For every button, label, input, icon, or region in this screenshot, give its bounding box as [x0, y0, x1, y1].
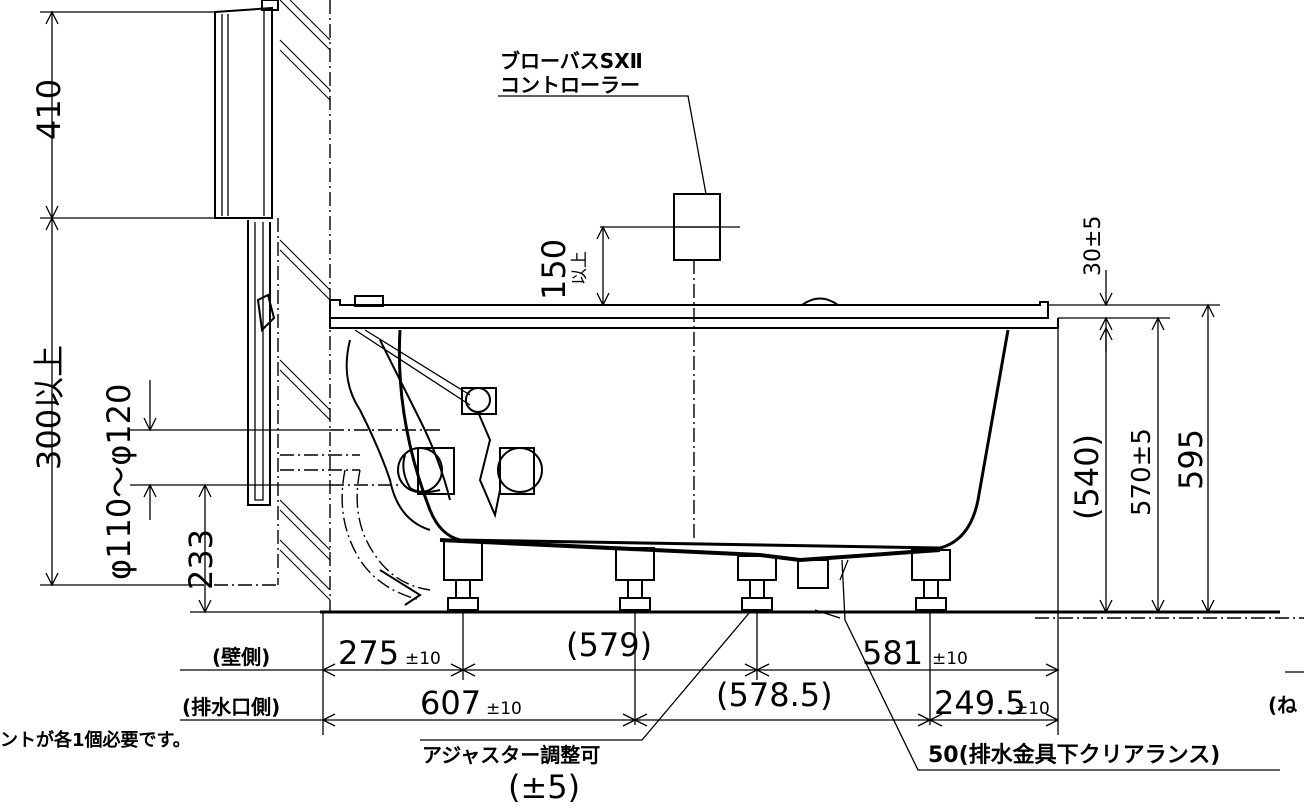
pump-and-piping	[280, 329, 543, 606]
dim-607: 607	[420, 684, 481, 722]
drain-side-label: (排水口側)	[182, 695, 280, 719]
dim-595: 595	[1172, 429, 1210, 490]
adjuster-label: アジャスター調整可	[422, 743, 600, 767]
dim-150: 150	[535, 239, 573, 300]
wall-side-label: (壁側)	[212, 645, 270, 669]
labels: ブローバスSXⅡ コントローラー 410 300以上 φ110〜φ120 233…	[0, 49, 1297, 806]
dim-570: 570±5	[1127, 428, 1157, 516]
right-cut-label: (ね	[1268, 693, 1297, 717]
note-text: ントが各1個必要です。	[0, 729, 191, 751]
dim-579: (579)	[566, 626, 652, 664]
adjuster-legs	[443, 539, 951, 611]
dim-581-tol: ±10	[932, 649, 968, 669]
dim-150	[596, 225, 610, 307]
bathtub	[329, 295, 1059, 563]
controller-label-line2: コントローラー	[500, 73, 640, 97]
dim-150-suffix: 以上	[570, 251, 590, 285]
right-dimensions	[1048, 270, 1220, 614]
floor-line	[320, 610, 1304, 673]
controller-unit	[498, 95, 740, 540]
water-heater-unit	[214, 0, 279, 506]
dim-30: 30±5	[1081, 216, 1106, 276]
dim-2495-tol: ±10	[1014, 699, 1050, 719]
dim-581: 581	[862, 634, 923, 672]
dim-pipe: φ110〜φ120	[100, 384, 138, 580]
dim-607-tol: ±10	[486, 699, 522, 719]
dim-410: 410	[30, 79, 68, 140]
drain-clearance-label: 50(排水金具下クリアランス)	[928, 742, 1220, 768]
dim-233: 233	[182, 529, 220, 590]
left-dimensions	[40, 10, 330, 614]
dim-5785: (578.5)	[716, 676, 833, 714]
dim-2495: 249.5	[934, 684, 1026, 722]
wall	[190, 0, 331, 612]
dim-275: 275	[338, 634, 399, 672]
dim-540: (540)	[1068, 434, 1106, 520]
dim-300: 300以上	[30, 345, 68, 470]
dim-275-tol: ±10	[405, 649, 441, 669]
bottom-dimensions	[180, 559, 1280, 771]
adjuster-tolerance: (±5)	[508, 768, 580, 806]
controller-label-line1: ブローバスSXⅡ	[500, 49, 643, 73]
